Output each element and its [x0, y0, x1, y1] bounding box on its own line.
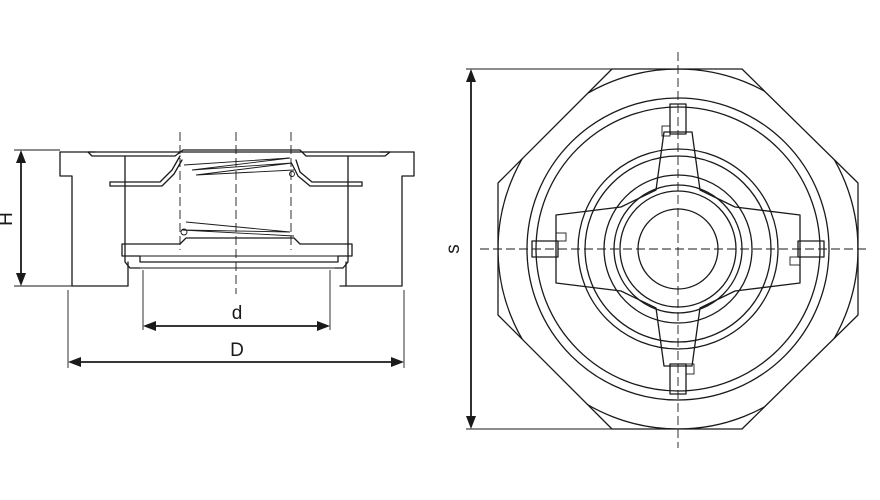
dimension-inner-diameter: d — [143, 303, 330, 331]
front-view: s — [443, 52, 868, 448]
dimension-square: s — [443, 69, 476, 429]
label-height: H — [0, 212, 17, 226]
side-view-extension-lines — [14, 149, 405, 368]
label-inner-diameter: d — [232, 303, 243, 324]
valve-body-outline — [59, 149, 415, 287]
label-outer-diameter: D — [230, 340, 244, 361]
dimension-height: H — [0, 150, 26, 286]
label-square: s — [443, 244, 464, 254]
front-view-centerlines — [480, 52, 868, 448]
dimension-outer-diameter: D — [68, 340, 404, 367]
side-view-centerlines — [179, 132, 292, 294]
side-view: H d D — [0, 132, 415, 368]
front-view-extension-lines — [466, 68, 612, 430]
